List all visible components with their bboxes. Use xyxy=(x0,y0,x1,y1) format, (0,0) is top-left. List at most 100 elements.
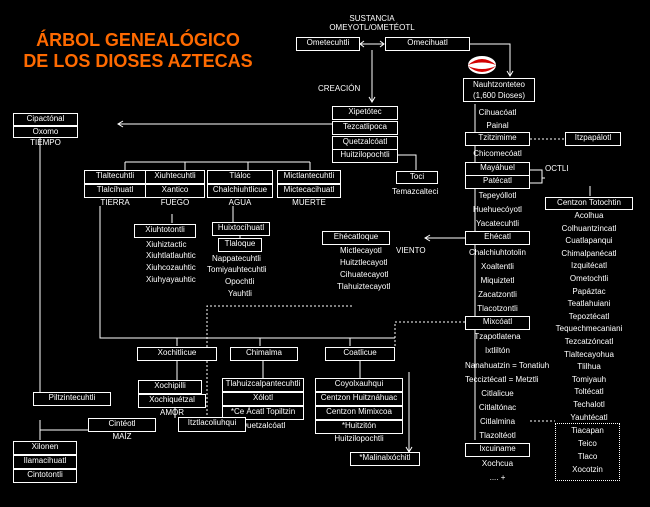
box-tlaltecuhtli: Tlaltecuhtli xyxy=(84,170,146,184)
box-xilonen: Xilonen xyxy=(13,441,77,455)
nauhtzonteteo-name: Nauhtzonteteo xyxy=(472,80,526,89)
octli-member: Ometochtli xyxy=(569,274,609,283)
octli-member: Izquitécatl xyxy=(570,261,608,271)
right-col-item: Citlaltónac xyxy=(478,403,517,412)
label-octli: OCTLI xyxy=(545,164,569,173)
xiuh-child: Xiuhiztactic xyxy=(146,240,187,249)
right-col-box: Tzitzimime xyxy=(465,132,530,146)
box-itztlacoliuhqui: Itztlacoliuhqui xyxy=(178,417,246,432)
octli-member: Toltécatl xyxy=(574,387,604,397)
box-centzon-totochtin: Centzon Totochtin xyxy=(545,197,633,210)
octli-member: Acolhua xyxy=(574,211,604,220)
right-col-box: Mayáhuel xyxy=(465,162,530,176)
octli-member: Cuatlapanqui xyxy=(565,236,613,246)
label-agua: AGUA xyxy=(228,198,252,207)
box-xipetotec: Xipetótec xyxy=(332,106,398,120)
box-ehecatloque: Ehécatloque xyxy=(322,231,390,245)
right-col-item: Yacatecuhtli xyxy=(476,219,519,228)
right-col-item: Cihuacóatl xyxy=(478,108,517,117)
box-tlaloque: Tlaloque xyxy=(218,238,262,252)
tlaloque-member: Nappatecuhtli xyxy=(212,254,261,263)
page-title: ÁRBOL GENEALÓGICO DE LOS DIOSES AZTECAS xyxy=(8,30,268,72)
box-xiuhtecuhtli: Xiuhtecuhtli xyxy=(145,170,205,184)
label-maiz: MAÍZ xyxy=(112,432,132,441)
tlazol-member: Teico xyxy=(578,439,597,448)
temazcalteci: Temazcalteci xyxy=(392,187,439,196)
octli-member: Tlilhua xyxy=(577,362,601,372)
box-xolotl: Xólotl xyxy=(222,392,304,406)
right-col-item: Citlalicue xyxy=(481,389,514,398)
right-col-item: Xochcua xyxy=(481,459,514,468)
octli-member: Teatlahuiani xyxy=(567,299,611,309)
box-ometecuhtli: Ometecuhtli xyxy=(296,37,360,51)
box-coatlicue: Coatlicue xyxy=(325,347,395,361)
octli-member: Techalotl xyxy=(573,400,605,409)
box-tlalcihuatl: Tlalcíhuatl xyxy=(84,184,146,198)
octli-member: Tomiyauh xyxy=(571,374,607,384)
tlaloque-member: Yauhtli xyxy=(228,289,252,298)
box-mictecacihuatl: Mictecacihuatl xyxy=(277,184,341,198)
quetzalcoatl-child: Quetzalcóatl xyxy=(240,421,286,430)
right-col-item: Zacatzontli xyxy=(478,290,517,299)
right-col-item: Tzapotlatena xyxy=(474,332,521,341)
box-tezcatlipoca: Tezcatlipoca xyxy=(332,121,398,135)
right-col-item: Chicomecóatl xyxy=(473,149,522,158)
tlaloque-member: Tomiyauhtecuhtli xyxy=(207,265,267,274)
label-omeyotl: OMEYOTL/OMETÉOTL xyxy=(329,23,415,32)
octli-member: Colhuantzincatl xyxy=(561,223,617,233)
right-col-item: Ixtliltón xyxy=(485,346,510,355)
box-centzon-huitznahuac: Centzon Huitznáhuac xyxy=(315,392,403,406)
box-xochipilli: Xochipilli xyxy=(138,380,202,394)
label-creacion: CREACIÓN xyxy=(318,84,361,93)
right-col-box: Ixcuiname xyxy=(465,443,530,457)
box-toci: Toci xyxy=(396,171,438,184)
xiuh-child: Xiuhcozauhtic xyxy=(146,263,196,272)
box-cintotontli: Cintotontli xyxy=(13,469,77,483)
right-col-item: Tlacotzontli xyxy=(477,304,518,313)
box-piltzintecuhtli: Piltzintecuhtli xyxy=(33,392,111,406)
tlazol-member: Tlaco xyxy=(577,452,598,461)
box-xochiquetzal: Xochiquétzal xyxy=(138,394,206,408)
right-col-item: Xoaltentli xyxy=(481,262,514,271)
box-centeotl: Cintéotl xyxy=(88,418,156,432)
octli-member: Tequechmecaniani xyxy=(555,324,623,334)
box-huitzilopochtli: Huitzilopochtli xyxy=(332,149,398,163)
box-omecihuatl: Omecihuatl xyxy=(385,37,470,51)
title-line-2: DE LOS DIOSES AZTECAS xyxy=(23,51,253,71)
huitzilopochtli-child: Huitzilopochtli xyxy=(334,434,384,443)
right-col-item: Tecciztécatl = Metztli xyxy=(465,375,539,384)
right-col-box: Ehécatl xyxy=(465,231,530,245)
box-tlahuizcalpantecuhtli: Tlahuizcalpantecuhtli xyxy=(222,378,304,392)
box-malinalxochitl: *Malinalxóchitl xyxy=(350,452,420,466)
tlazol-member: Tiacapan xyxy=(571,426,604,435)
label-amor: AMOR xyxy=(160,408,184,417)
box-xiuhtotontli: Xiuhtotontli xyxy=(134,224,196,238)
box-coyolxauhqui: Coyolxauhqui xyxy=(315,378,403,392)
box-itzpapalotl: Itzpapálotl xyxy=(565,132,621,146)
wind-member: Huitztlecayotl xyxy=(340,258,388,267)
title-line-1: ÁRBOL GENEALÓGICO xyxy=(36,30,240,50)
right-col-item: Huehuecóyotl xyxy=(473,205,522,214)
box-centzon-mimixcoa: Centzon Mimixcoa xyxy=(315,406,403,420)
octli-member: Tepoztécatl xyxy=(568,311,610,321)
box-ce-acatl: *Ce Ácatl Topiltzin xyxy=(222,406,304,420)
label-tierra: TIERRA xyxy=(100,198,130,207)
box-tlazol-group: Tiacapan Teico Tlaco Xocotzin xyxy=(555,423,620,481)
lips-icon xyxy=(468,56,496,74)
tlaloque-member: Opochtli xyxy=(225,277,255,286)
label-viento: VIENTO xyxy=(396,246,426,255)
right-col-box: Mixcóatl xyxy=(465,316,530,330)
box-xochitlicue: Xochitlicue xyxy=(137,347,217,361)
box-ilamacihuatl: Ilamacihuatl xyxy=(13,455,77,469)
right-col-item: Tepeyóllotl xyxy=(478,191,517,200)
right-col-item: .... + xyxy=(489,473,506,482)
octli-member: Papáztac xyxy=(572,286,606,296)
box-quetzalcoatl: Quetzalcóatl xyxy=(332,136,398,150)
wind-member: Mictlecayotl xyxy=(340,246,382,255)
wind-member: Cihuatecayotl xyxy=(340,270,389,279)
label-fuego: FUEGO xyxy=(160,198,190,207)
box-nauhtzonteteo: Nauhtzonteteo (1,600 Dioses) xyxy=(463,78,535,102)
right-col-item: Citlalmina xyxy=(479,417,516,426)
box-chimalma: Chimalma xyxy=(230,347,298,361)
